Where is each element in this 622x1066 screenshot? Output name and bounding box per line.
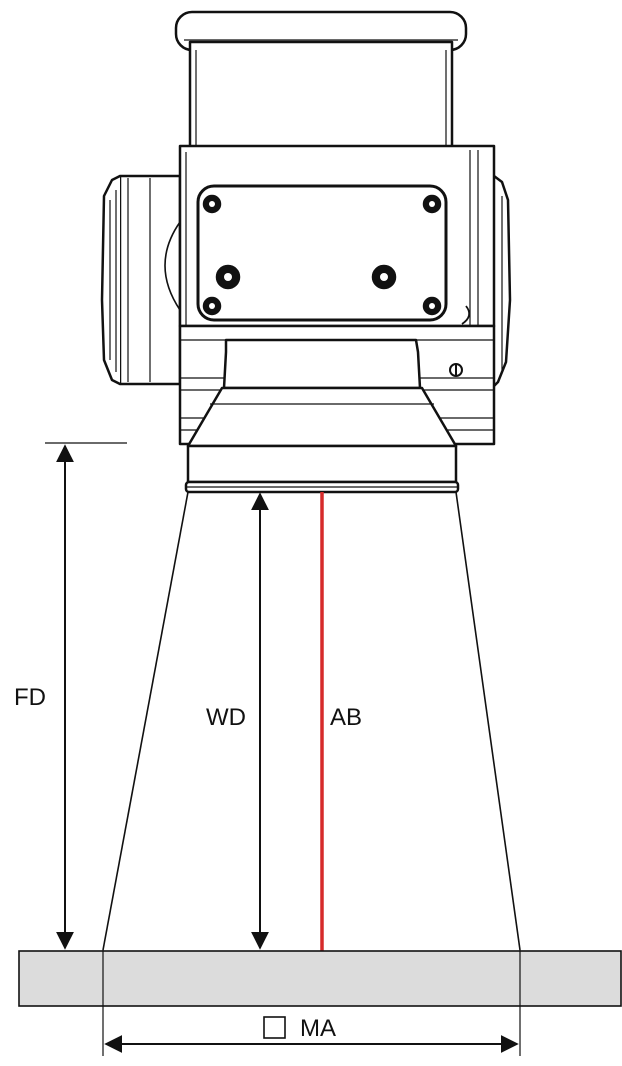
fd-label: FD: [14, 684, 46, 711]
workpiece: [18, 950, 622, 1007]
f-theta-lens: [184, 444, 460, 494]
right-flange: [493, 175, 512, 387]
left-flange: [100, 174, 182, 386]
square-outline-icon: [263, 1016, 286, 1039]
scan-head: [100, 10, 512, 494]
wd-label: WD: [206, 704, 246, 731]
lens-cone: [186, 338, 458, 448]
motor-housing: [174, 10, 468, 154]
ab-label: AB: [330, 704, 362, 731]
cover-plate: [196, 184, 471, 325]
scan-field-fan: [102, 491, 521, 951]
ma-label: MA: [300, 1015, 336, 1042]
